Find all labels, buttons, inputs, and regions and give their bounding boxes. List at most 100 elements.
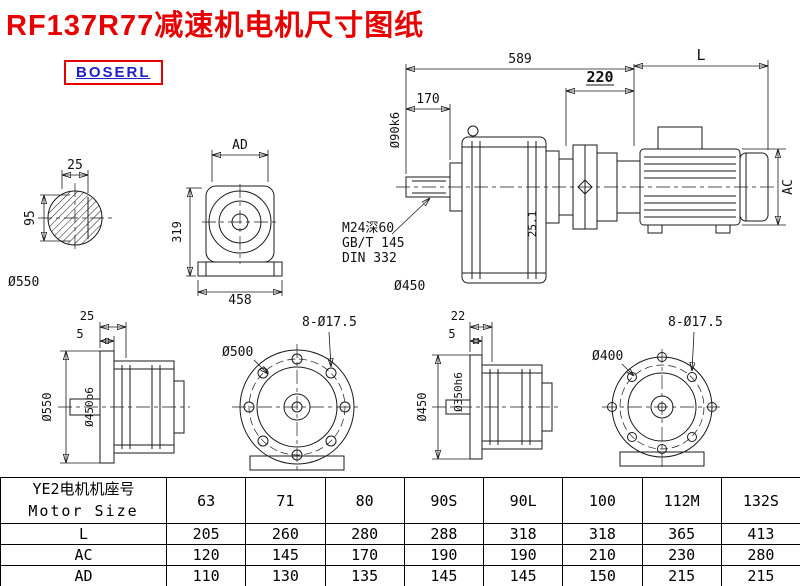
- callout-bolt-holes: 8-Ø17.5: [302, 315, 357, 367]
- breather-marker: [577, 179, 593, 195]
- dim-label: AD: [232, 138, 248, 153]
- view-main-assembly: 589 170 Ø90k6 M24深60 GB/T 145 DIN 332 25…: [342, 46, 796, 294]
- dim-label: Ø550: [40, 393, 54, 422]
- eye-bolt: [467, 125, 479, 137]
- view-flange-front-left: Ø500 8-Ø17.5: [222, 315, 362, 472]
- row-label: AD: [0, 565, 167, 586]
- dim-5: 5: [448, 327, 483, 362]
- dim-22: 22: [451, 309, 493, 362]
- cell: 215: [641, 565, 722, 586]
- cell: 170: [324, 544, 405, 566]
- label-spigot: Ø350h6: [452, 372, 465, 412]
- dim-label: 95: [23, 210, 38, 226]
- header-en: Motor Size: [28, 501, 139, 520]
- column-header: 71: [245, 477, 326, 524]
- cell: 413: [720, 523, 800, 545]
- label-bolt-circle: Ø400: [592, 349, 623, 364]
- column-header: 112M: [641, 477, 722, 524]
- terminal-box: [657, 126, 703, 150]
- dim-label: 25: [80, 309, 94, 323]
- callout-bolt-circle: Ø400: [592, 349, 634, 376]
- cell: 120: [165, 544, 247, 566]
- dim-label: 25: [67, 158, 83, 173]
- dim-319: 319: [170, 187, 202, 277]
- table-row-l: L 205 260 280 288 318 318 365 413: [0, 523, 800, 545]
- dim-motor-length: L: [634, 46, 769, 150]
- view-flange-side-left: 25 5 Ø550 Ø450b6: [40, 309, 190, 464]
- label-bolt-holes: 8-Ø17.5: [668, 315, 723, 330]
- dim-label: 220: [586, 68, 613, 86]
- page-title: RF137R77减速机电机尺寸图纸: [6, 10, 425, 42]
- dim-label: L: [696, 46, 705, 64]
- dim-motor-height: AC: [742, 148, 796, 226]
- cell: 280: [324, 523, 405, 545]
- column-header: 90S: [403, 477, 485, 524]
- callout-bolt-circle: Ø500: [222, 345, 268, 374]
- row-label: L: [0, 523, 167, 545]
- label-bolt-holes: 8-Ø17.5: [302, 315, 357, 330]
- motor-foot: [647, 224, 663, 234]
- cell: 110: [165, 565, 247, 586]
- dim-170: 170: [406, 92, 451, 160]
- dim-flange-od: Ø550: [40, 350, 100, 464]
- cell: 365: [641, 523, 722, 545]
- row-label: AC: [0, 544, 167, 566]
- cell: 145: [403, 565, 485, 586]
- shaft-section-circle: [47, 190, 103, 246]
- dim-flange-od: Ø450: [415, 354, 470, 460]
- label-key-height: 25.1: [526, 211, 539, 238]
- cell: 318: [562, 523, 643, 545]
- dim-shaft-key-width: 25: [61, 158, 89, 193]
- dim-label: 22: [451, 309, 465, 323]
- dim-458: 458: [197, 280, 283, 308]
- cell: 145: [245, 544, 326, 566]
- dim-589: 589: [405, 52, 635, 174]
- cell: 150: [562, 565, 643, 586]
- label-tap: M24深60: [342, 221, 394, 236]
- dim-label: 170: [416, 92, 439, 107]
- dim-label: 5: [448, 327, 455, 341]
- label-bolt-circle: Ø500: [222, 345, 253, 360]
- column-header: 100: [562, 477, 643, 524]
- label-diameter: Ø550: [8, 275, 39, 290]
- cell: 215: [720, 565, 800, 586]
- label-flange-diameter: Ø450: [394, 279, 425, 294]
- column-header: 90L: [482, 477, 564, 524]
- cell: 145: [482, 565, 564, 586]
- cell: 190: [403, 544, 485, 566]
- dim-label: AC: [781, 179, 796, 195]
- cell: 210: [562, 544, 643, 566]
- table-row-ac: AC 120 145 170 190 190 210 230 280: [0, 544, 800, 566]
- view-flange-side-right: 22 5 Ø450 Ø350h6: [415, 309, 560, 460]
- technical-drawing: 25 95 Ø550 AD: [8, 46, 796, 472]
- cell: 130: [245, 565, 326, 586]
- column-header: 132S: [720, 477, 800, 524]
- label-shaft-diameter: Ø90k6: [388, 112, 402, 148]
- cell: 318: [482, 523, 564, 545]
- cell: 280: [720, 544, 800, 566]
- dim-5: 5: [76, 327, 115, 358]
- dim-shaft-height: 95: [23, 194, 70, 242]
- brand-logo: BOSERL: [64, 60, 163, 85]
- motor-size-header: YE2电机机座号 Motor Size: [0, 477, 167, 524]
- header-cn: YE2电机机座号: [32, 479, 135, 498]
- dim-label: 458: [228, 293, 251, 308]
- dim-label: 5: [76, 327, 83, 341]
- cell: 230: [641, 544, 722, 566]
- cell: 260: [245, 523, 326, 545]
- column-header: 63: [165, 477, 247, 524]
- cell: 288: [403, 523, 485, 545]
- cell: 190: [482, 544, 564, 566]
- dim-ad: AD: [211, 138, 269, 182]
- view-flange-front-right: Ø400 8-Ø17.5: [592, 315, 723, 470]
- dim-label: 319: [170, 221, 184, 243]
- gearbox-base: [197, 261, 283, 277]
- cell: 135: [324, 565, 405, 586]
- motor-size-table: YE2电机机座号 Motor Size 63 71 80 90S 90L 100…: [0, 477, 800, 586]
- label-spigot: Ø450b6: [83, 387, 96, 427]
- view-gearbox-front: AD 319 458: [170, 138, 283, 308]
- dim-label: Ø450: [415, 393, 429, 422]
- callout-tap: M24深60 GB/T 145 DIN 332: [342, 198, 430, 266]
- label-standard-2: DIN 332: [342, 251, 397, 266]
